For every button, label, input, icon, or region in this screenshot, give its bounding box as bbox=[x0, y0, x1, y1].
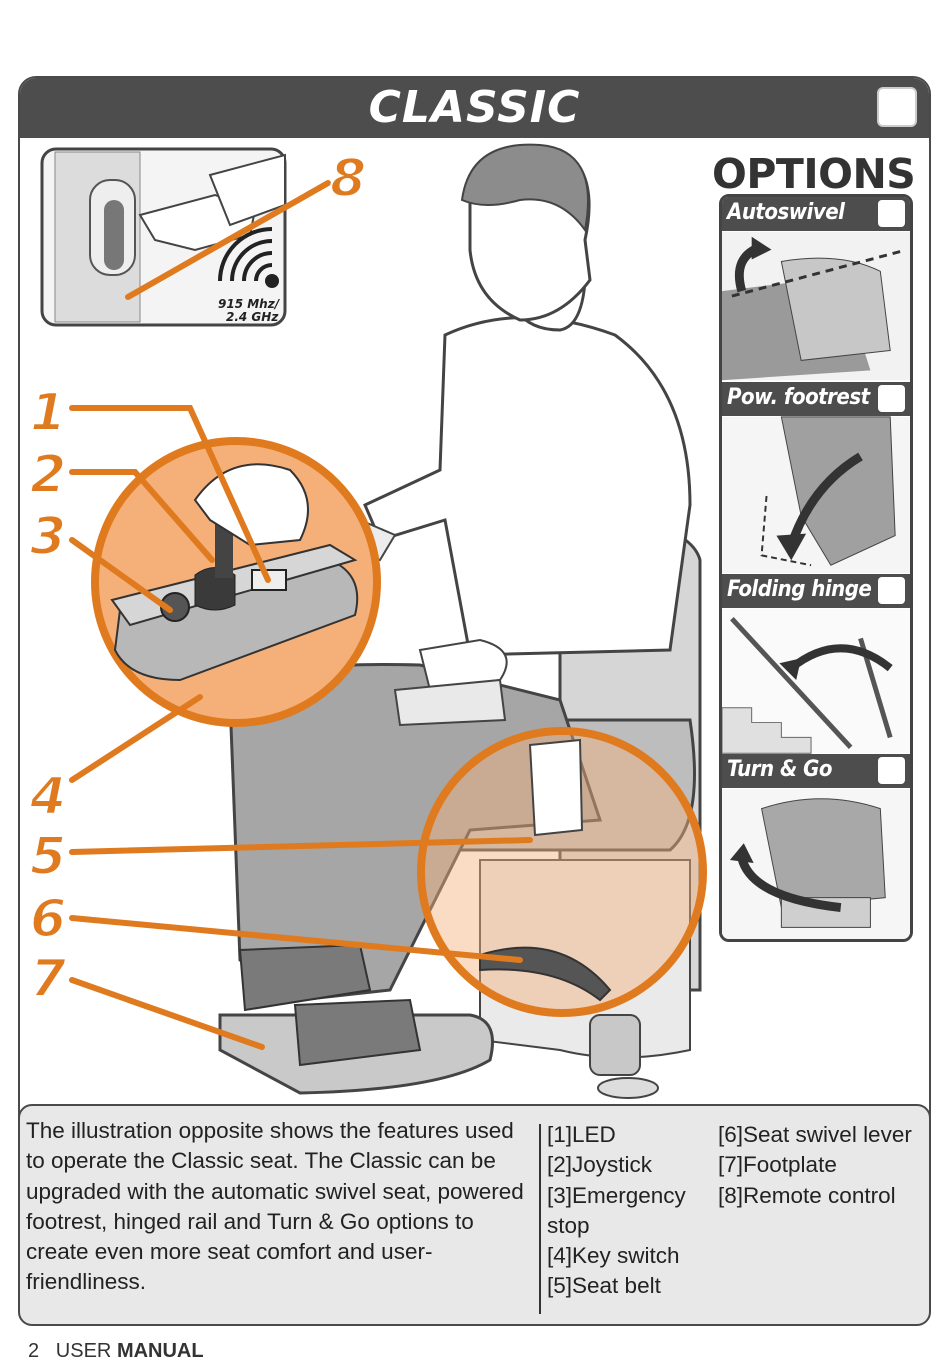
options-heading: OPTIONS bbox=[712, 150, 916, 198]
callout-4: 4 bbox=[29, 767, 66, 827]
callout-5: 5 bbox=[30, 827, 66, 887]
legend-item: [2]Joystick bbox=[547, 1152, 653, 1178]
description-panel: The illustration opposite shows the feat… bbox=[18, 1104, 931, 1326]
callout-6: 6 bbox=[30, 889, 66, 949]
legend-item: [8]Remote control bbox=[718, 1182, 896, 1208]
page-title: CLASSIC bbox=[368, 82, 581, 133]
turn-and-go-image bbox=[722, 788, 910, 939]
footrest-image bbox=[722, 416, 910, 574]
description-text: The illustration opposite shows the feat… bbox=[26, 1118, 524, 1295]
callout-lines bbox=[69, 180, 533, 1050]
callout-numbers: 1 2 3 4 5 6 7 8 bbox=[28, 148, 367, 1010]
callout-3: 3 bbox=[30, 507, 66, 567]
callout-8: 8 bbox=[330, 149, 366, 209]
legend-item: [5]Seat belt bbox=[547, 1273, 661, 1299]
option-folding-hinge: Folding hinge bbox=[722, 574, 910, 754]
legend-item: stop bbox=[547, 1212, 590, 1238]
callout-2: 2 bbox=[30, 445, 66, 505]
seated-person bbox=[228, 143, 692, 1067]
option-label: Turn & Go bbox=[727, 757, 833, 782]
legend-item: [7]Footplate bbox=[718, 1152, 837, 1178]
legend-item: [6]Seat swivel lever bbox=[718, 1122, 912, 1147]
autoswivel-checkbox[interactable] bbox=[878, 200, 905, 227]
turn-and-go-checkbox[interactable] bbox=[878, 757, 905, 784]
option-label: Folding hinge bbox=[727, 577, 872, 602]
seat-zoom bbox=[417, 727, 707, 1017]
stairlift-illustration: 915 Mhz/ 2.4 GHz bbox=[28, 143, 707, 1099]
hinge-checkbox[interactable] bbox=[878, 577, 905, 604]
legend-item: [3]Emergency bbox=[547, 1182, 686, 1208]
legend-right: [6]Seat swivel lever [7]Footplate [8]Rem… bbox=[718, 1120, 933, 1211]
page-footer: 2 USER MANUAL bbox=[28, 1340, 204, 1363]
frequency-label-2: 2.4 GHz bbox=[226, 310, 279, 324]
callout-1: 1 bbox=[30, 383, 66, 443]
footer-label: USER bbox=[55, 1340, 112, 1362]
frequency-label: 915 Mhz/ bbox=[218, 297, 281, 311]
autoswivel-image bbox=[722, 231, 910, 381]
option-label: Autoswivel bbox=[727, 200, 845, 225]
options-panel: Autoswivel Pow. footrest Folding hinge bbox=[719, 194, 913, 942]
column-divider bbox=[539, 1124, 541, 1314]
option-autoswivel: Autoswivel bbox=[722, 197, 910, 382]
footrest-checkbox[interactable] bbox=[878, 385, 905, 412]
page-number: 2 bbox=[28, 1340, 40, 1362]
footer-label-bold: MANUAL bbox=[116, 1340, 204, 1362]
control-panel-zoom bbox=[91, 437, 381, 727]
option-powered-footrest: Pow. footrest bbox=[722, 382, 910, 574]
option-label: Pow. footrest bbox=[727, 385, 870, 410]
legend-item: [4]Key switch bbox=[547, 1243, 680, 1269]
title-bar: CLASSIC bbox=[20, 78, 929, 138]
legend-left: [1]LED [2]Joystick [3]Emergency stop [4]… bbox=[547, 1120, 722, 1302]
remote-control-inset: 915 Mhz/ 2.4 GHz bbox=[40, 147, 287, 327]
legend-item: [1]LED bbox=[547, 1122, 616, 1147]
callout-7: 7 bbox=[30, 949, 67, 1009]
classic-checkbox[interactable] bbox=[877, 87, 917, 127]
folding-hinge-image bbox=[722, 608, 910, 754]
option-turn-and-go: Turn & Go bbox=[722, 754, 910, 939]
wireless-signal-icon bbox=[218, 227, 279, 288]
